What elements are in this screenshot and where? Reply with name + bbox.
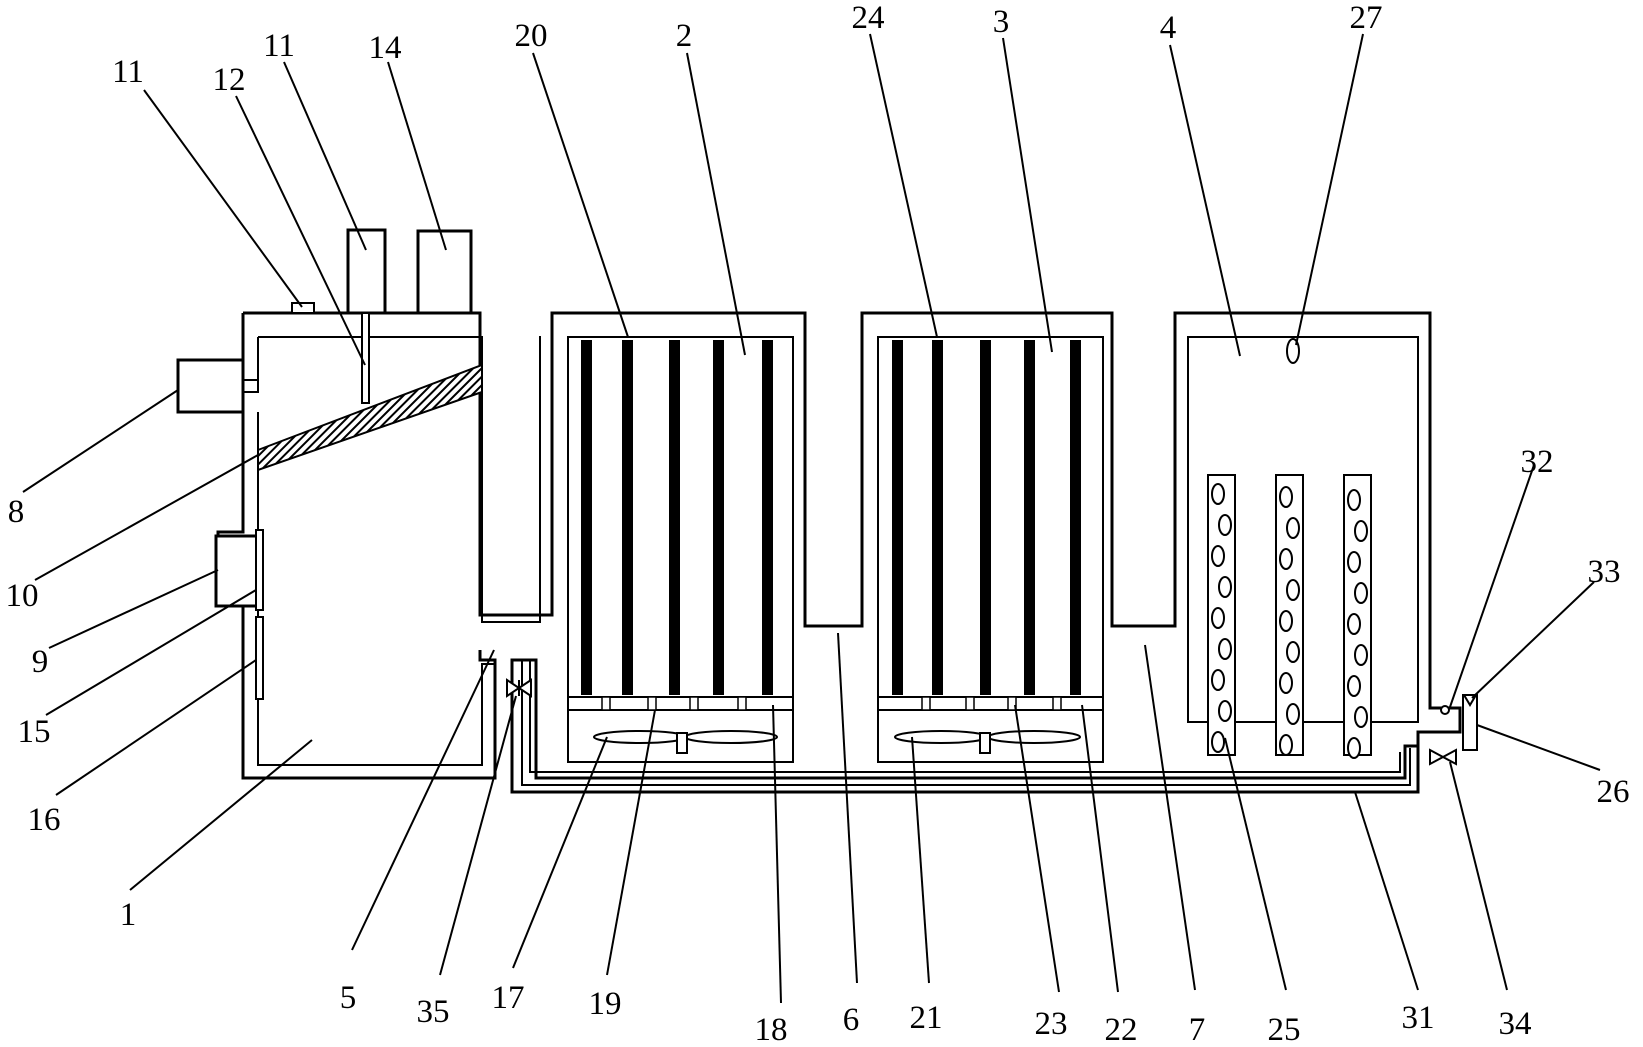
- label-3: 3: [993, 4, 1010, 40]
- leader-lines: [22, 33, 1601, 1004]
- aeration-hole: [1218, 638, 1232, 660]
- aeration-hole: [1279, 486, 1293, 508]
- aeration-hole: [1354, 582, 1368, 604]
- label-5: 5: [340, 980, 357, 1016]
- pipe-31: [521, 660, 1411, 786]
- label-32: 32: [1521, 444, 1554, 480]
- label-35: 35: [417, 994, 450, 1030]
- shaft-12: [361, 312, 370, 404]
- aeration-hole: [1286, 517, 1300, 539]
- label-25: 25: [1268, 1012, 1301, 1047]
- label-15: 15: [18, 714, 51, 750]
- label-18: 18: [755, 1012, 788, 1047]
- part-labels: 11 12 11 14 20 2 24 3 4 27 8 10 9 15 16 …: [6, 0, 1630, 1047]
- aeration-hole: [1286, 703, 1300, 725]
- tank-2: [567, 336, 794, 763]
- label-13: 11: [112, 54, 144, 90]
- label-12: 12: [213, 62, 246, 98]
- component-16: [255, 616, 264, 700]
- inlet-pipe-8: [176, 358, 245, 414]
- label-6: 6: [843, 1002, 860, 1038]
- label-33: 33: [1588, 554, 1621, 590]
- label-22: 22: [1105, 1012, 1138, 1047]
- aeration-hole: [1211, 607, 1225, 629]
- valve-33: [1462, 694, 1478, 751]
- box-11: [346, 228, 387, 315]
- label-2: 2: [676, 18, 693, 54]
- valve-34: [1429, 748, 1457, 766]
- label-11: 11: [263, 28, 295, 64]
- label-20: 20: [515, 18, 548, 54]
- label-26: 26: [1597, 774, 1630, 810]
- component-32: [1440, 705, 1450, 715]
- aeration-holes-25: [1211, 483, 1368, 759]
- label-34: 34: [1499, 1006, 1532, 1042]
- label-23: 23: [1035, 1006, 1068, 1042]
- label-8: 8: [8, 494, 25, 530]
- aeration-hole: [1347, 737, 1361, 759]
- component-9: [214, 534, 260, 608]
- screen-10: [257, 363, 483, 472]
- aeration-hole: [1286, 579, 1300, 601]
- label-16: 16: [28, 802, 61, 838]
- tank-4: [1187, 336, 1419, 756]
- aeration-hole: [1347, 613, 1361, 635]
- component-15: [255, 529, 264, 611]
- label-24: 24: [852, 0, 885, 36]
- component-13: [291, 302, 315, 314]
- label-14: 14: [369, 30, 402, 66]
- label-31: 31: [1402, 1000, 1435, 1036]
- aeration-hole: [1286, 641, 1300, 663]
- tank-1: [176, 311, 1462, 794]
- label-1: 1: [120, 897, 137, 933]
- label-17: 17: [492, 980, 525, 1016]
- aeration-hole: [1211, 545, 1225, 567]
- aeration-hole: [1354, 520, 1368, 542]
- aeration-hole: [1218, 700, 1232, 722]
- tank-3: [877, 336, 1104, 763]
- aeration-hole: [1354, 644, 1368, 666]
- label-9: 9: [32, 644, 49, 680]
- valve-35: [506, 678, 532, 698]
- aeration-hole: [1347, 675, 1361, 697]
- aeration-hole: [1279, 610, 1293, 632]
- label-10: 10: [6, 578, 39, 614]
- aeration-hole: [1279, 548, 1293, 570]
- label-7: 7: [1189, 1012, 1206, 1047]
- aeration-hole: [1347, 489, 1361, 511]
- aeration-hole: [1211, 669, 1225, 691]
- label-27: 27: [1350, 0, 1383, 36]
- aeration-hole: [1211, 731, 1225, 753]
- label-21: 21: [910, 1000, 943, 1036]
- label-4: 4: [1160, 10, 1177, 46]
- aeration-hole: [1279, 672, 1293, 694]
- aeration-hole: [1279, 734, 1293, 756]
- aeration-hole: [1211, 483, 1225, 505]
- aeration-hole: [1218, 576, 1232, 598]
- aeration-hole: [1354, 706, 1368, 728]
- label-19: 19: [589, 986, 622, 1022]
- aeration-hole: [1218, 514, 1232, 536]
- aeration-hole: [1347, 551, 1361, 573]
